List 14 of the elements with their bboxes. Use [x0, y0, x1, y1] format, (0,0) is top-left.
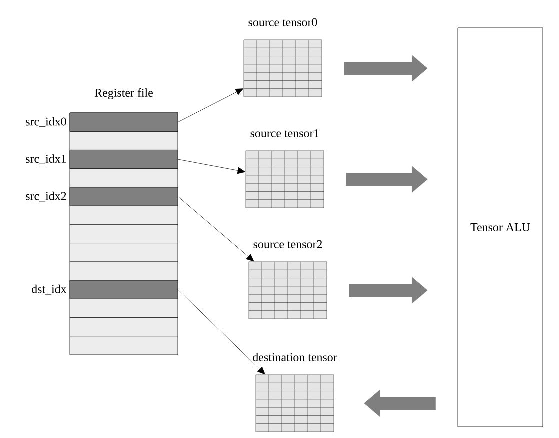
row-label: src_idx0 [26, 117, 66, 128]
arrow [178, 159, 246, 174]
row-label: src_idx2 [26, 192, 66, 202]
alu-box: Tensor ALU [458, 28, 544, 428]
row-label: dst_idx [32, 284, 67, 295]
arrow [178, 88, 244, 122]
register-file-title: Register file [94, 88, 153, 100]
tensor-title: source tensor0 [248, 18, 318, 26]
arrow [178, 196, 254, 262]
tensor-title: destination tensor [253, 353, 338, 362]
tensor-title: source tensor1 [250, 129, 319, 138]
row-label: src_idx1 [26, 154, 66, 164]
arrow [178, 290, 266, 375]
tensor-title: source tensor2 [254, 240, 322, 248]
